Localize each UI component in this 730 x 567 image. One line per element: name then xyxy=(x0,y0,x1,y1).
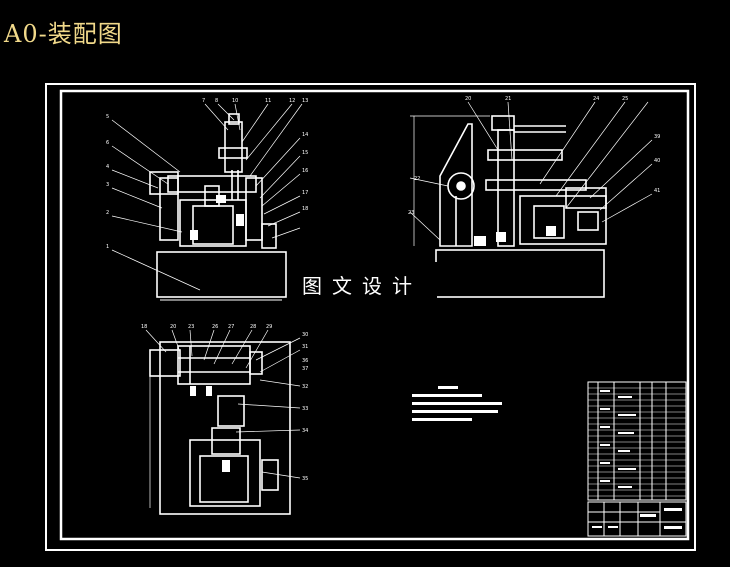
side-view xyxy=(435,115,607,298)
callout-number: 8 xyxy=(215,98,218,104)
callout-number: 23 xyxy=(188,324,194,330)
inner-frame xyxy=(59,89,690,541)
callout-number: 39 xyxy=(654,134,660,140)
callout-number: 11 xyxy=(265,98,271,104)
callout-number: 13 xyxy=(302,98,308,104)
front-leaders xyxy=(111,103,303,291)
side-leaders xyxy=(409,101,653,246)
callout-number: 18 xyxy=(141,324,147,330)
callout-number: 17 xyxy=(302,190,308,196)
callout-number: 29 xyxy=(266,324,272,330)
callout-number: 6 xyxy=(106,140,109,146)
callout-number: 32 xyxy=(302,384,308,390)
callout-number: 2 xyxy=(106,210,109,216)
callout-number: 36 xyxy=(302,358,308,364)
callout-number: 41 xyxy=(654,188,660,194)
callout-number: 31 xyxy=(302,344,308,350)
callout-number: 4 xyxy=(106,164,109,170)
top-view xyxy=(149,341,291,515)
watermark: 图文设计 xyxy=(287,262,437,306)
callout-number: 34 xyxy=(302,428,308,434)
outer-border xyxy=(45,83,696,551)
title-block xyxy=(587,501,687,537)
callout-number: 33 xyxy=(302,406,308,412)
callout-number: 14 xyxy=(302,132,308,138)
callout-number: 25 xyxy=(622,96,628,102)
callout-number: 24 xyxy=(593,96,599,102)
callout-number: 21 xyxy=(505,96,511,102)
callout-number: 15 xyxy=(302,150,308,156)
callout-number: 20 xyxy=(465,96,471,102)
callout-number: 23 xyxy=(408,210,414,216)
callout-number: 22 xyxy=(414,176,420,182)
callout-number: 30 xyxy=(302,332,308,338)
front-view xyxy=(149,113,287,301)
callout-number: 12 xyxy=(289,98,295,104)
page-title: A0-装配图 xyxy=(4,20,123,48)
callout-number: 10 xyxy=(232,98,238,104)
callout-number: 16 xyxy=(302,168,308,174)
callout-number: 35 xyxy=(302,476,308,482)
technical-notes xyxy=(412,386,502,421)
callout-number: 1 xyxy=(106,244,109,250)
callout-number: 3 xyxy=(106,182,109,188)
callout-number: 5 xyxy=(106,114,109,120)
callout-number: 28 xyxy=(250,324,256,330)
callout-number: 7 xyxy=(202,98,205,104)
callout-number: 40 xyxy=(654,158,660,164)
callout-number: 37 xyxy=(302,366,308,372)
callout-number: 27 xyxy=(228,324,234,330)
parts-list xyxy=(587,381,687,501)
top-leaders xyxy=(145,329,301,479)
callout-number: 26 xyxy=(212,324,218,330)
callout-number: 18 xyxy=(302,206,308,212)
callout-number: 20 xyxy=(170,324,176,330)
